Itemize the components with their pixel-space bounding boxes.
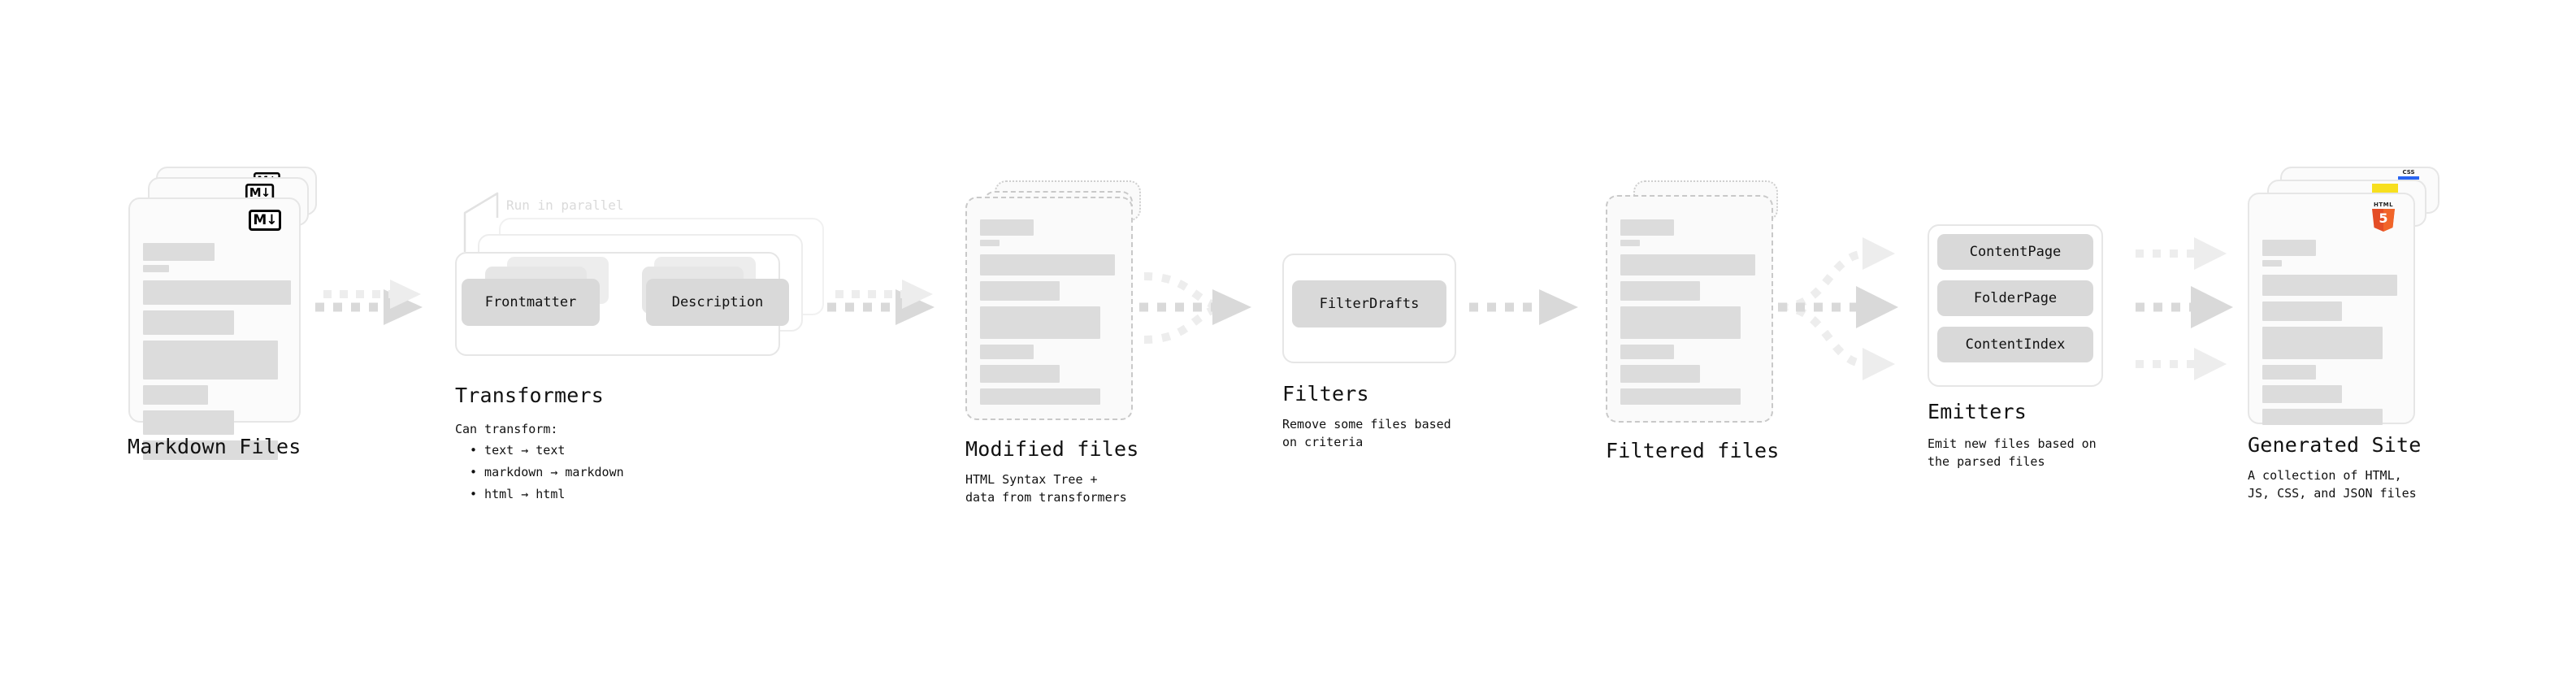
arrow-modified-to-filters (1139, 272, 1251, 344)
skeleton-bar (980, 306, 1100, 339)
emitters-chip-folderpage[interactable]: FolderPage (1937, 280, 2093, 316)
html5-icon-label: HTML (2373, 202, 2394, 208)
skeleton-bar (143, 410, 234, 435)
skeleton-bar (143, 243, 215, 261)
css3-icon-label: CSS (2402, 169, 2415, 176)
skeleton-bar (2262, 409, 2383, 425)
skeleton-bar (1620, 345, 1674, 359)
skeleton-bar (143, 310, 234, 335)
html5-icon-shield: 5 (2372, 209, 2395, 232)
skeleton-bar (143, 440, 278, 460)
arrow-transformers-to-modified (827, 280, 935, 325)
generated-site-subtitle: A collection of HTML, JS, CSS, and JSON … (2248, 468, 2417, 501)
skeleton-bar (143, 280, 291, 305)
skeleton-bar (980, 254, 1115, 275)
css3-icon: CSS (2398, 170, 2419, 180)
skeleton-bar (2262, 301, 2342, 321)
generated-site-title: Generated Site (2248, 433, 2422, 457)
skeleton-bar (1620, 388, 1741, 405)
skeleton-bar (1620, 254, 1755, 275)
emitters-title: Emitters (1928, 400, 2027, 423)
skeleton-bar (1620, 365, 1700, 383)
skeleton-bar (980, 388, 1100, 405)
skeleton-bar (2262, 385, 2342, 403)
skeleton-bar (2262, 327, 2383, 359)
transformers-subtitle: Can transform: (455, 422, 558, 436)
transformers-title: Transformers (455, 384, 605, 407)
filtered-skeleton (1620, 219, 1759, 405)
skeleton-bar (2262, 260, 2282, 267)
html5-icon-five: 5 (2379, 210, 2388, 226)
emitters-subtitle: Emit new files based on the parsed files (1928, 436, 2097, 469)
arrow-emitters-to-site (2136, 237, 2233, 380)
transformer-chip-frontmatter[interactable]: Frontmatter (462, 279, 600, 326)
filters-subtitle: Remove some files based on criteria (1282, 417, 1451, 449)
skeleton-bar (2262, 240, 2316, 256)
markdown-files-title: Markdown Files (128, 435, 301, 458)
skeleton-bar (143, 385, 208, 405)
arrow-filtered-to-emitters (1778, 237, 1898, 380)
transformers-bullet-2: • html → html (470, 487, 566, 501)
skeleton-bar (980, 240, 1000, 246)
transformers-bullet-0: • text → text (470, 443, 566, 458)
transformers-bullet-1: • markdown → markdown (470, 465, 624, 479)
emitters-chip-contentpage[interactable]: ContentPage (1937, 234, 2093, 270)
modified-files-title: Modified files (965, 437, 1139, 461)
skeleton-bar (980, 281, 1060, 301)
markdown-skeleton (143, 243, 291, 460)
markdown-card-front[interactable]: M↓ (128, 197, 301, 460)
skeleton-bar (980, 365, 1060, 383)
arrow-filters-to-filtered (1469, 289, 1578, 325)
skeleton-bar (980, 345, 1034, 359)
site-card-front-html[interactable]: HTML 5 (2248, 193, 2415, 425)
site-skeleton (2262, 240, 2400, 425)
skeleton-bar (143, 265, 169, 272)
transformer-chip-description[interactable]: Description (646, 279, 789, 326)
run-in-parallel-label: Run in parallel (506, 197, 624, 213)
skeleton-bar (980, 219, 1034, 236)
skeleton-bar (2262, 365, 2316, 380)
html5-icon: HTML 5 (2371, 202, 2396, 232)
skeleton-bar (1620, 240, 1640, 246)
filtered-files-title: Filtered files (1606, 439, 1780, 462)
css3-icon-bar (2398, 176, 2419, 180)
modified-files-subtitle: HTML Syntax Tree + data from transformer… (965, 472, 1127, 505)
filters-title: Filters (1282, 382, 1369, 406)
skeleton-bar (1620, 306, 1741, 339)
markdown-icon: M↓ (249, 210, 281, 231)
modified-card-front[interactable] (965, 197, 1133, 420)
skeleton-bar (143, 340, 278, 380)
skeleton-bar (1620, 219, 1674, 236)
modified-skeleton (980, 219, 1118, 405)
filters-chip-filterdrafts[interactable]: FilterDrafts (1292, 280, 1446, 327)
filtered-card-front[interactable] (1606, 195, 1773, 423)
skeleton-bar (1620, 281, 1700, 301)
emitters-chip-contentindex[interactable]: ContentIndex (1937, 327, 2093, 362)
arrow-markdown-to-transformers (315, 280, 423, 325)
skeleton-bar (2262, 275, 2397, 296)
